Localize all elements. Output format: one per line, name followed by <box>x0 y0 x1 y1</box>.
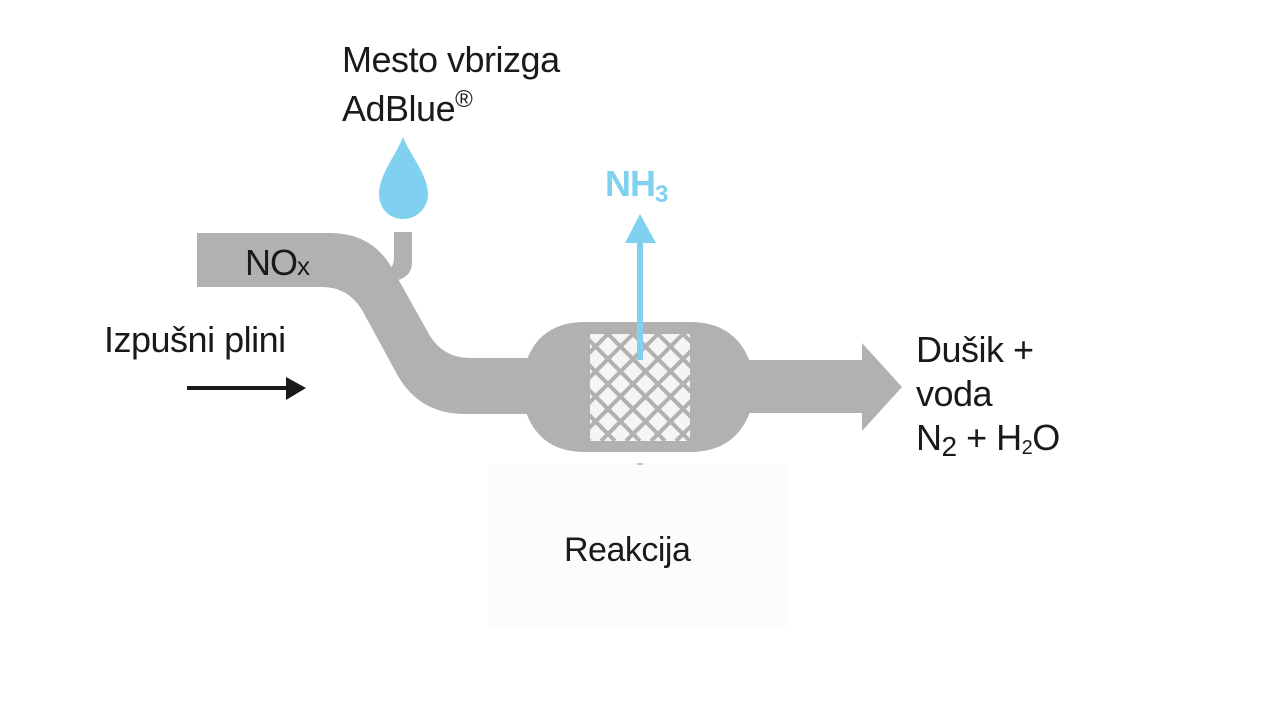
mesh-line <box>624 374 690 441</box>
injection-label-line1: Mesto vbrizga <box>342 39 560 80</box>
mesh-line <box>590 334 635 380</box>
tick-mark <box>637 463 643 465</box>
output-formula: N2 + H2O <box>916 417 1060 462</box>
output-label-line2: voda <box>916 373 993 414</box>
mesh-line <box>656 334 690 369</box>
exhaust-pipe <box>197 233 540 414</box>
output-label: Dušik + voda N2 + H2O <box>916 328 1060 470</box>
mesh-line <box>590 388 642 441</box>
mesh-line <box>631 334 690 394</box>
nox-label: NOx <box>245 242 310 283</box>
injection-label-line2: AdBlue® <box>342 86 473 129</box>
mesh-line <box>606 334 690 419</box>
output-label-line1: Dušik + <box>916 329 1034 370</box>
right-arrow-icon <box>187 377 306 400</box>
ammonia-label: NH3 <box>605 163 668 208</box>
exhaust-gas-label: Izpušni plini <box>104 319 286 360</box>
mesh-line <box>590 338 690 441</box>
up-arrow-icon <box>625 214 656 360</box>
reaction-label: Reakcija <box>564 531 691 569</box>
reaction-panel <box>489 464 789 629</box>
mesh-line <box>649 399 690 441</box>
adblue-drop-icon <box>379 137 428 219</box>
mesh-line <box>599 349 690 441</box>
mesh-line <box>590 334 685 430</box>
mesh-line <box>590 363 667 441</box>
mesh-line <box>590 413 617 441</box>
injector-nozzle <box>388 232 412 280</box>
injection-label: Mesto vbrizga AdBlue® <box>342 40 560 129</box>
output-arrow-icon <box>745 343 902 431</box>
mesh-line <box>590 334 610 355</box>
